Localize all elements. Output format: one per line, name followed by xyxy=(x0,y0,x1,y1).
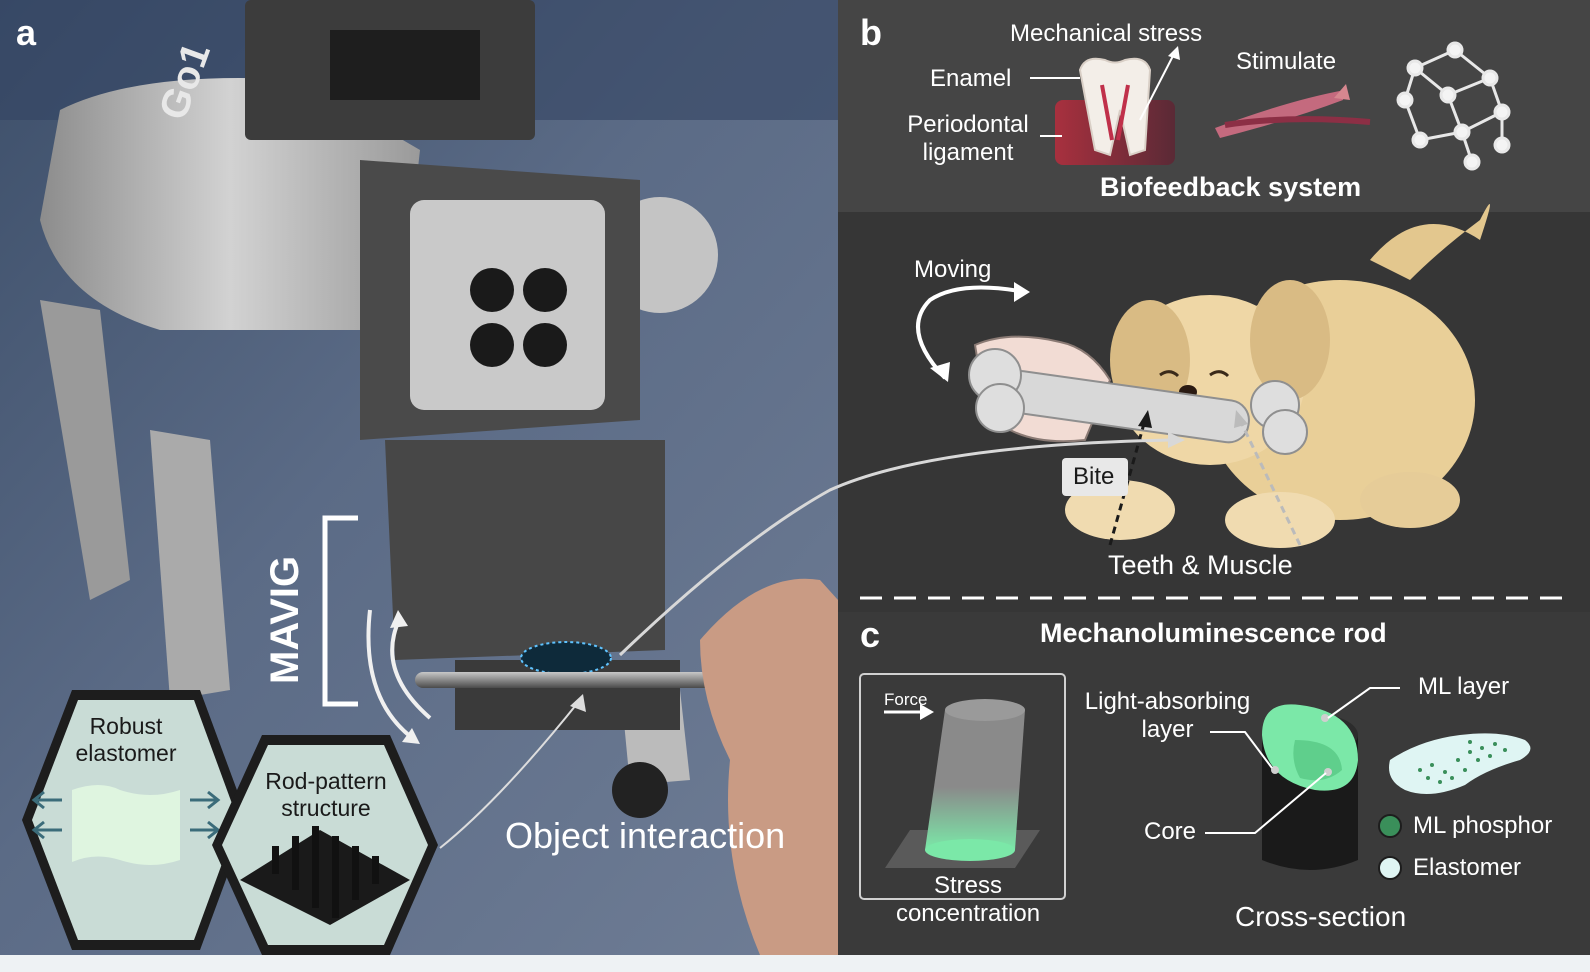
biofeedback-label: Biofeedback system xyxy=(1100,172,1362,202)
hand xyxy=(700,578,838,955)
core-label: Core xyxy=(1144,818,1197,845)
legend-swatch-phosphor xyxy=(1378,814,1402,838)
ml-rod-title: Mechanoluminescence rod xyxy=(1040,618,1387,648)
hex-rod xyxy=(212,735,438,955)
elastomer-sheet xyxy=(72,785,180,865)
neural-network-icon xyxy=(1396,41,1511,171)
bone-and-hand xyxy=(968,335,1308,455)
panel-c xyxy=(838,596,1590,955)
mechanical-stress-label: Mechanical stress xyxy=(1010,20,1203,47)
stress-cylinder xyxy=(925,710,1025,850)
cross-section-label: Cross-section xyxy=(1235,901,1407,932)
robot-leg-left xyxy=(40,300,130,600)
held-rod xyxy=(415,672,715,688)
tooth xyxy=(1078,57,1152,157)
ml-phosphor-dots xyxy=(1418,740,1507,784)
stimulate-label: Stimulate xyxy=(1236,48,1337,75)
leader-ml-layer xyxy=(1327,687,1400,719)
hex-robust xyxy=(22,690,248,950)
enamel-label: Enamel xyxy=(930,65,1012,92)
motion-arrow-up xyxy=(390,617,432,720)
ml-layer-label: ML layer xyxy=(1418,673,1510,700)
object-interaction-label: Object interaction xyxy=(505,815,786,856)
camera-cluster xyxy=(470,268,567,367)
hex-robust-label: Robust elastomer xyxy=(75,713,177,767)
motion-arrow-down xyxy=(366,609,417,742)
ml-glow xyxy=(520,641,612,675)
puppy xyxy=(1065,204,1490,548)
force-label: Force xyxy=(884,690,928,709)
stress-concentration-label: Stress concentration xyxy=(895,872,1041,928)
teeth-muscle-label: Teeth & Muscle xyxy=(1108,550,1293,580)
mavig-module xyxy=(385,440,665,660)
panel-b xyxy=(618,0,1590,657)
robot-leg-front xyxy=(150,430,230,700)
rod-to-bite-line xyxy=(618,438,1171,657)
panel-letter-a: a xyxy=(16,12,37,53)
leader-light-absorbing xyxy=(1210,731,1273,769)
cross-section-rod xyxy=(1262,704,1358,870)
moving-label: Moving xyxy=(914,256,992,283)
legend-ml-phosphor: ML phosphor xyxy=(1413,812,1553,839)
panel-letter-c: c xyxy=(860,614,881,655)
rod-pattern-base xyxy=(240,830,410,925)
ml-sheet xyxy=(1389,733,1531,794)
leader-core xyxy=(1205,772,1327,834)
legend-swatch-elastomer xyxy=(1378,856,1402,880)
bite-label: Bite xyxy=(1073,463,1115,490)
mavig-label: MAVIG xyxy=(263,555,307,684)
robot-body xyxy=(40,78,420,330)
bite-callout xyxy=(1062,458,1128,496)
hex-connector xyxy=(439,699,581,849)
nerve-fiber xyxy=(1215,90,1345,138)
rod-pattern-pillars xyxy=(272,826,379,918)
periodontal-ligament-label: Periodontal ligament xyxy=(907,111,1029,167)
robot-foot xyxy=(612,762,668,818)
moving-arrow xyxy=(916,285,1026,380)
stress-box xyxy=(859,673,1066,900)
mavig-bracket xyxy=(322,515,358,707)
hex-rod-label: Rod-pattern structure xyxy=(265,768,387,822)
panel-letter-b: b xyxy=(860,12,882,53)
panel-a-photo xyxy=(0,0,838,955)
legend-elastomer: Elastomer xyxy=(1413,854,1522,881)
light-absorbing-label: Light-absorbing layer xyxy=(1084,688,1251,744)
